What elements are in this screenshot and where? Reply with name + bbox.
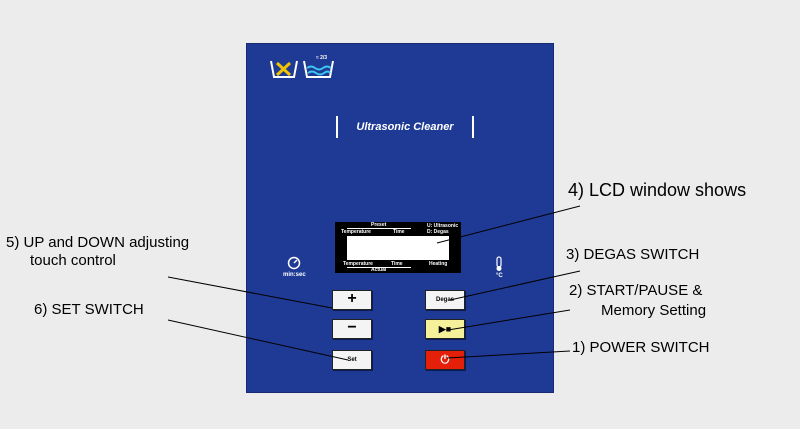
callout-power: 1) POWER SWITCH [572, 339, 710, 356]
lcd-temperature-bottom: Temperature [343, 261, 373, 267]
water-level-text: ≈ 2/3 [316, 55, 328, 61]
start-pause-button[interactable]: ▶■ [425, 319, 465, 339]
lcd-preset-line [347, 228, 411, 229]
power-button[interactable]: ⏻ [425, 350, 465, 370]
tank-cross-icon [270, 60, 298, 78]
callout-start-1: 2) START/PAUSE & [569, 282, 703, 299]
down-button[interactable]: − [332, 319, 372, 339]
callout-lcd: 4) LCD window shows [568, 180, 747, 200]
water-level-icon [303, 60, 334, 78]
lcd-preset: Preset [371, 222, 387, 228]
lcd-time-bottom: Time [391, 261, 403, 267]
callout-updown-2: touch control [30, 252, 116, 269]
up-button[interactable]: + [332, 290, 372, 310]
lcd-actual-line [347, 267, 411, 268]
lcd-screen [347, 236, 449, 260]
callout-start-2: Memory Setting [601, 302, 707, 319]
callout-degas: 3) DEGAS SWITCH [566, 246, 700, 263]
thermometer-icon [496, 256, 502, 271]
up-button-label: + [347, 290, 357, 307]
panel-title: Ultrasonic Cleaner [336, 116, 474, 138]
callout-set: 6) SET SWITCH [34, 301, 144, 318]
lcd-actual: Actual [371, 267, 387, 273]
lcd-mode-ultrasonic: U: Ultrasonic [427, 223, 459, 229]
down-button-label: − [347, 319, 357, 336]
timer-label: min:sec [283, 272, 306, 278]
lcd-heating: Heating [429, 261, 448, 267]
lcd-time-top: Time [393, 229, 405, 235]
degas-button[interactable]: Degas [425, 290, 465, 310]
lcd-mode-degas: D: Degas [427, 229, 449, 235]
tank-icons [270, 60, 334, 78]
lcd-window: Preset Temperature Time U: Ultrasonic D:… [335, 222, 461, 273]
timer-icon [287, 256, 301, 270]
set-button[interactable]: Set [332, 350, 372, 370]
control-panel [246, 43, 554, 393]
callout-updown-1: 5) UP and DOWN adjusting [6, 234, 190, 251]
lcd-temperature-top: Temperature [341, 229, 371, 235]
temp-label: °C [496, 273, 503, 279]
